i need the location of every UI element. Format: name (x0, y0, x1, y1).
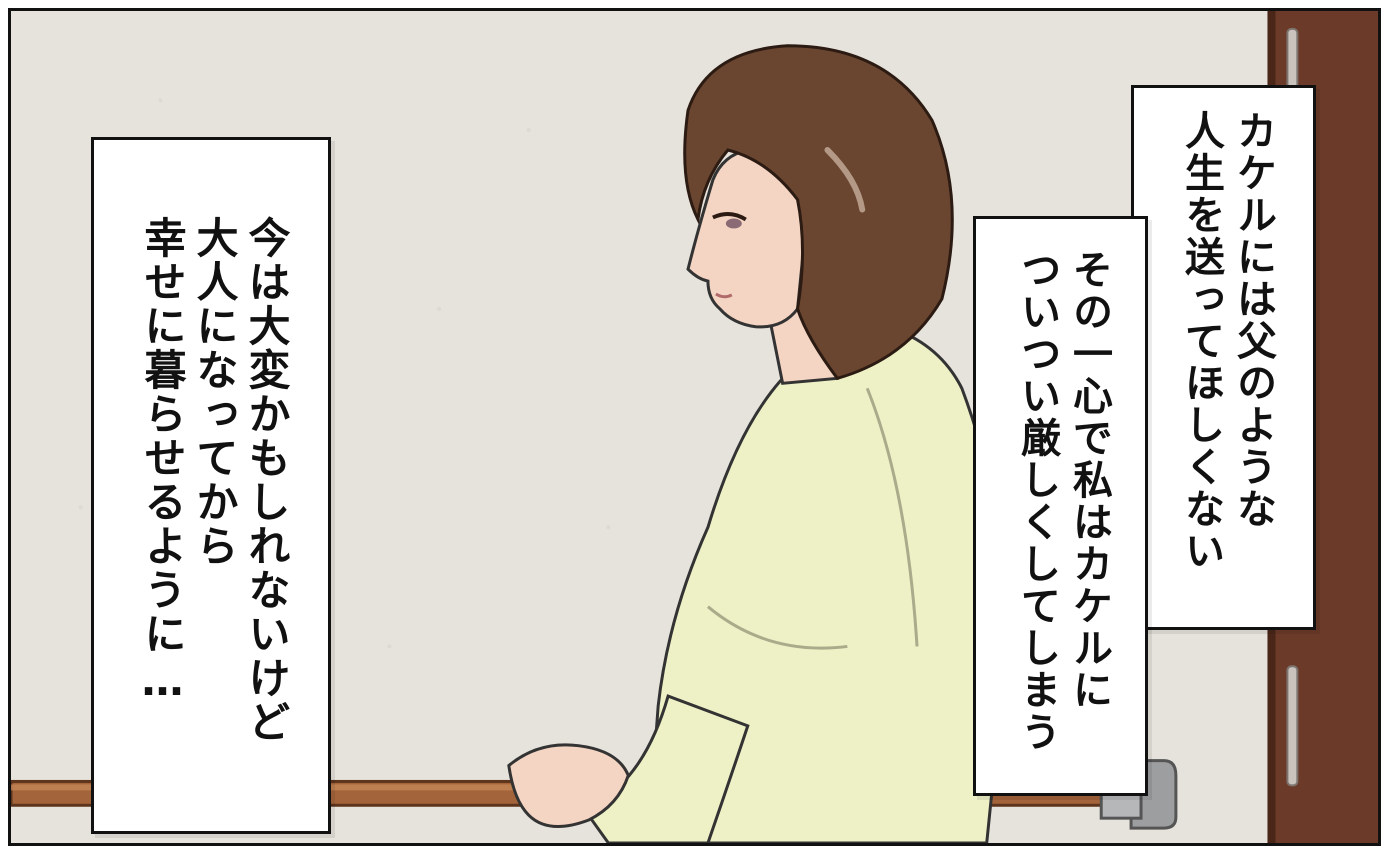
caption-left-line-3: 幸せに暮らせるように… (138, 216, 187, 707)
caption-left-line-1: 今は大変かもしれないけど (242, 216, 291, 744)
caption-right-top-text: カケルには父のような 人生を送ってほしくない (1175, 110, 1279, 572)
caption-right-bottom-line-1: その一心で私はカケルに (1066, 249, 1112, 711)
caption-right-top-line-2: 人生を送ってほしくない (1178, 110, 1224, 572)
caption-right-top-line-1: カケルには父のような (1230, 110, 1276, 530)
caption-left-text: 今は大変かもしれないけど 大人になってから 幸せに暮らせるように… (136, 216, 292, 744)
woman-figure (507, 44, 1009, 843)
caption-left-line-2: 大人になってから (190, 216, 239, 568)
wall-texture (78, 98, 611, 649)
caption-box-right-top: カケルには父のような 人生を送ってほしくない (1131, 85, 1316, 630)
caption-right-bottom-text: その一心で私はカケルに ついつい厳しくしてしまう (1011, 249, 1115, 753)
manga-panel: 今は大変かもしれないけど 大人になってから 幸せに暮らせるように… カケルには父… (8, 8, 1381, 846)
caption-box-right-bottom: その一心で私はカケルに ついつい厳しくしてしまう (973, 216, 1148, 796)
caption-right-bottom-line-2: ついつい厳しくしてしまう (1014, 249, 1060, 753)
caption-box-left: 今は大変かもしれないけど 大人になってから 幸せに暮らせるように… (91, 137, 331, 834)
